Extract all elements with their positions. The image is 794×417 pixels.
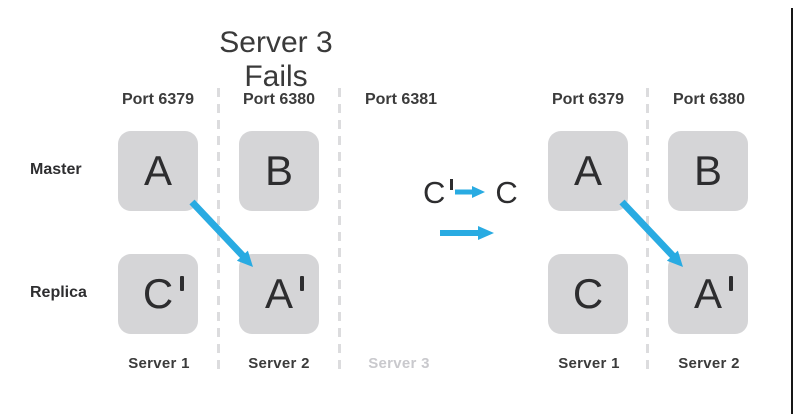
transition-to-letter: C [495,174,518,210]
prime-mark [450,178,454,190]
diagram-title: Server 3 Fails [219,26,333,93]
left-column-divider-2 [338,88,341,372]
node-letter: B [264,147,293,194]
right-column-divider [646,88,649,372]
left-port-6381-label: Port 6381 [364,91,438,108]
node-letter: A [143,147,172,194]
image-right-border [791,8,793,414]
right-port-6379-label: Port 6379 [551,91,625,108]
transition-annotation: C C [423,175,518,209]
left-replica-node-c-prime: C [118,254,198,334]
prime-mark [180,276,185,291]
left-server-2-label: Server 2 [248,355,310,372]
right-master-node-b: B [668,131,748,211]
right-server-2-label: Server 2 [678,355,740,372]
node-letter: A [573,147,602,194]
row-label-master: Master [30,161,82,178]
arrow-head [478,226,494,240]
right-replica-node-c: C [548,254,628,334]
node-letter: A [265,273,304,315]
left-port-6379-label: Port 6379 [121,91,195,108]
right-server-1-label: Server 1 [558,355,620,372]
prime-mark [729,276,733,291]
node-letter: B [693,147,722,194]
left-server-1-label: Server 1 [128,355,190,372]
arrow-head [472,186,486,198]
row-label-replica: Replica [30,284,87,301]
left-port-6380-label: Port 6380 [242,91,316,108]
left-replica-node-a-prime: A [239,254,319,334]
left-server-3-label-failed: Server 3 [368,355,430,372]
node-letter: C [572,270,604,317]
right-port-6380-label: Port 6380 [672,91,746,108]
prime-mark [300,276,304,291]
left-master-node-b: B [239,131,319,211]
transition-arrow-icon [455,186,486,198]
promotion-arrow-icon [440,226,494,240]
right-replica-node-a-prime: A [668,254,748,334]
transition-from-letter: C [423,177,454,208]
left-column-divider-1 [217,88,220,372]
left-master-node-a: A [118,131,198,211]
node-letter: C [143,273,185,315]
node-letter: A [694,273,733,315]
right-master-node-a: A [548,131,628,211]
